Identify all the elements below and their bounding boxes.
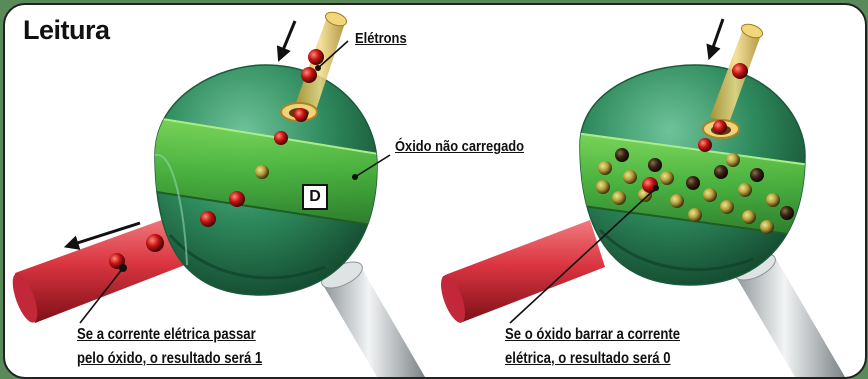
caption-right-line-1: Se o óxido barrar a corrente: [505, 326, 680, 343]
trapped-electron: [760, 220, 774, 234]
right-drum: [579, 64, 806, 286]
trapped-electron: [688, 208, 702, 222]
electron: [200, 211, 216, 227]
caption-right-line-2: elétrica, o resultado será 0: [505, 350, 671, 367]
caption-right: Se o óxido barrar a corrente elétrica, o…: [505, 323, 680, 371]
electron: [732, 63, 748, 79]
electron: [308, 49, 324, 65]
caption-left: Se a corrente elétrica passar pelo óxido…: [77, 323, 262, 371]
diagram-panel: Leitura Elétrons Óxido não carregado D S…: [3, 3, 867, 379]
region-d-marker: D: [302, 184, 328, 210]
trapped-electron: [703, 188, 717, 202]
trapped-electron: [686, 176, 700, 190]
diagram-title: Leitura: [23, 15, 110, 45]
trapped-electron: [596, 180, 610, 194]
electron: [274, 131, 288, 145]
trapped-electron: [623, 170, 637, 184]
reading-diagram-art: [12, 11, 845, 377]
left-assembly: [12, 11, 425, 377]
right-trapped-electrons: [596, 138, 794, 234]
trapped-electron: [742, 210, 756, 224]
electron: [713, 120, 727, 134]
trapped-electron: [670, 194, 684, 208]
trapped-electron: [738, 183, 752, 197]
trapped-electron: [726, 153, 740, 167]
left-current-beam: [12, 217, 190, 323]
electron-flow-arrow: [706, 18, 725, 61]
electron: [229, 191, 245, 207]
current-direction-arrow: [63, 221, 141, 250]
right-assembly: [440, 18, 845, 377]
caption-left-line-1: Se a corrente elétrica passar: [77, 326, 256, 343]
trapped-electron: [615, 148, 629, 162]
left-probe: [321, 261, 425, 377]
trapped-electron: [780, 206, 794, 220]
right-current-beam: [440, 220, 605, 323]
trapped-electron: [612, 191, 626, 205]
caption-left-line-2: pelo óxido, o resultado será 1: [77, 350, 263, 367]
left-electrons: [109, 49, 324, 272]
trapped-electron: [648, 158, 662, 172]
electron: [146, 234, 164, 252]
electron: [301, 67, 317, 83]
right-leader-lines: [509, 18, 725, 324]
trapped-electron: [660, 171, 674, 185]
trapped-electron: [750, 168, 764, 182]
trapped-electron: [698, 138, 712, 152]
electron-flow-arrow: [276, 20, 297, 62]
right-electrons: [642, 63, 748, 193]
label-uncharged-oxide: Óxido não carregado: [395, 138, 525, 155]
trapped-electron: [766, 193, 780, 207]
trapped-electron: [598, 161, 612, 175]
electron: [294, 108, 308, 122]
trapped-electron: [720, 200, 734, 214]
left-leader-lines: [63, 20, 391, 324]
label-electrons: Elétrons: [355, 30, 407, 47]
trapped-electron: [714, 165, 728, 179]
electron: [255, 165, 269, 179]
left-drum: [154, 64, 378, 296]
